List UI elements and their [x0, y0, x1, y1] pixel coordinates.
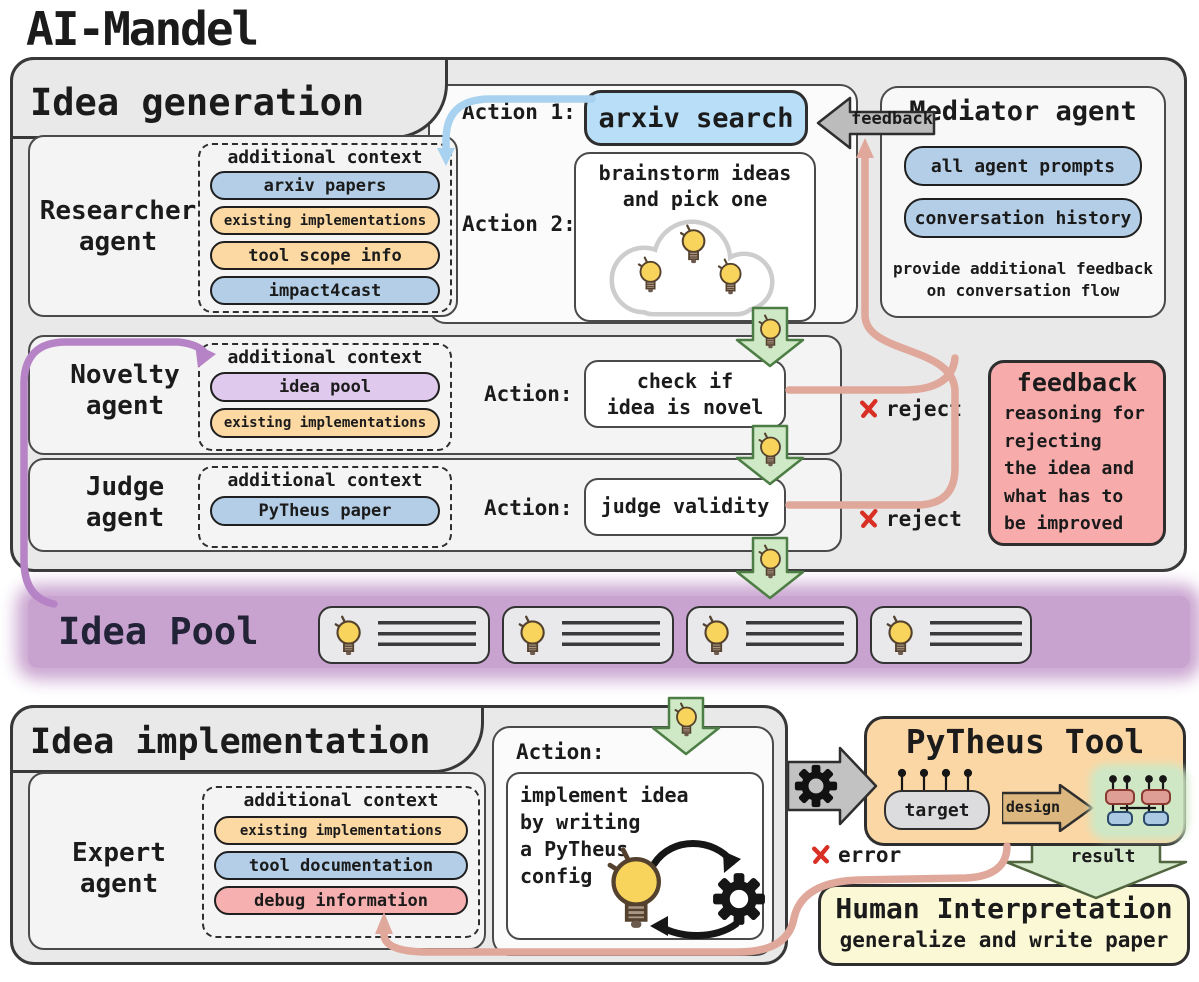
- idea-card: [318, 606, 490, 664]
- context-pill-tool-scope-info: tool scope info: [210, 241, 440, 270]
- design-arrow-label: design: [1005, 798, 1061, 816]
- novelty-agent-name: Novelty agent: [70, 360, 180, 421]
- context-title: additional context: [227, 147, 423, 168]
- lightbulb-icon: [332, 615, 364, 657]
- idea-card: [686, 606, 858, 664]
- idea-implementation-header-tab: [10, 705, 484, 773]
- idea-card: [870, 606, 1032, 664]
- result-arrow-label: result: [1070, 846, 1136, 867]
- human-interpretation-title: Human Interpretation: [835, 892, 1173, 925]
- error-label: error: [838, 843, 902, 867]
- feedback-arrow: [816, 96, 936, 150]
- target-pins-icon: [897, 768, 973, 792]
- context-title: additional context: [243, 790, 439, 811]
- idea-lines-icon: [562, 621, 660, 653]
- design-arrow: [1002, 784, 1094, 832]
- brainstorm-text: brainstorm ideas and pick one: [598, 161, 792, 211]
- action-2-label: Action 2:: [462, 212, 576, 236]
- context-pill-tool-documentation: tool documentation: [214, 851, 468, 880]
- reject-x-icon: [858, 508, 879, 529]
- context-pill-idea-pool: idea pool: [210, 372, 440, 402]
- idea-lines-icon: [378, 621, 476, 653]
- reject-label: reject: [886, 397, 962, 421]
- judge-action-label: Action:: [484, 496, 573, 520]
- context-pill-existing-implementations: existing implementations: [210, 408, 440, 438]
- judge-validity-text: judge validity: [600, 494, 770, 518]
- feedback-note-title: feedback: [1016, 368, 1138, 397]
- idea-lines-icon: [930, 621, 1022, 653]
- lightbulb-icon: [700, 615, 732, 657]
- target-pill: target: [884, 790, 990, 830]
- implement-action-label: Action:: [516, 740, 605, 764]
- arxiv-search-box: arxiv search: [584, 90, 808, 146]
- judge-validity-box: [584, 478, 786, 536]
- mediator-note: provide additional feedback on conversat…: [892, 259, 1154, 300]
- gear-icon: [713, 873, 765, 925]
- lightbulb-icon: [516, 615, 548, 657]
- researcher-context-box: [198, 143, 452, 313]
- reject-x-icon: [858, 398, 879, 419]
- pytheus-tool-title: PyTheus Tool: [905, 722, 1145, 761]
- feedback-arrow-label: feedback: [851, 109, 933, 129]
- cloud-icon: [609, 219, 775, 317]
- researcher-agent-name: Researcher agent: [39, 196, 197, 257]
- reject-label: reject: [886, 507, 962, 531]
- lightbulb-icon: [610, 850, 659, 928]
- lightbulb-icon: [884, 615, 916, 657]
- circuit-icon: [1105, 775, 1171, 826]
- idea-generation-header: Idea generation: [30, 81, 365, 124]
- context-pill-arxiv-papers: arxiv papers: [210, 171, 440, 200]
- check-novel-text: check if idea is novel: [606, 369, 764, 419]
- error-x-icon: [810, 844, 831, 865]
- gear-arrow: [788, 746, 878, 826]
- check-novel-box: [584, 360, 786, 428]
- context-pill-pytheus-paper: PyTheus paper: [210, 496, 440, 526]
- judge-agent-name: Judge agent: [85, 472, 165, 533]
- expert-agent-name: Expert agent: [72, 838, 166, 899]
- context-title: additional context: [227, 470, 423, 491]
- novelty-action-label: Action:: [484, 382, 573, 406]
- context-pill-existing-implementations: existing implementations: [214, 816, 468, 845]
- idea-pool-title: Idea Pool: [58, 610, 259, 653]
- feedback-note-box: [988, 360, 1166, 546]
- context-pill-impact4cast: impact4cast: [210, 276, 440, 305]
- human-interpretation-subtitle: generalize and write paper: [839, 928, 1169, 952]
- context-pill-existing-implementations: existing implementations: [210, 206, 440, 235]
- idea-implementation-header: Idea implementation: [30, 722, 431, 762]
- context-title: additional context: [227, 347, 423, 368]
- action-1-label: Action 1:: [462, 100, 576, 124]
- bulb-gear-cycle-icon: [596, 840, 768, 939]
- feedback-note-body: reasoning for rejecting the idea and wha…: [1004, 403, 1145, 534]
- context-pill-debug-information: debug information: [214, 886, 468, 915]
- mediator-pill-conversation-history: conversation history: [904, 198, 1142, 238]
- mediator-pill-all-agent-prompts: all agent prompts: [904, 146, 1142, 186]
- idea-card: [502, 606, 674, 664]
- idea-lines-icon: [746, 621, 844, 653]
- diagram-title: AI-Mandel: [26, 2, 259, 56]
- circuit-glow: [1096, 770, 1182, 834]
